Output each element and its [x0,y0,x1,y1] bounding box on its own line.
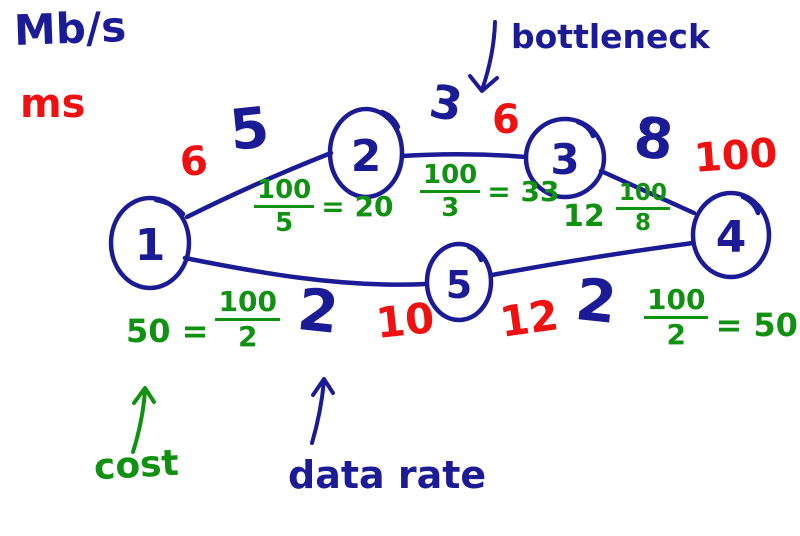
cost-caption: cost [92,442,180,489]
data-rate-caption: data rate [288,453,487,497]
node-4-overlap-stroke [740,194,761,216]
node-5-overlap-stroke [466,244,484,263]
edge-1-2 [184,150,334,220]
node-5-circle [424,241,494,323]
data-rate-arrow [310,379,326,445]
edge-3-4-rate: 8 [630,105,677,174]
edge-5-4-cost: 100 2 = 50 [644,286,798,349]
edge-1-5-cost-result: 50 = [126,311,209,350]
edge-1-2-cost-result: = 20 [321,189,394,223]
node-5-label: 5 [445,263,473,307]
edge-1-2-rate: 5 [226,95,273,164]
bottleneck-arrowhead [468,74,499,93]
edge-3-4-cost-fraction: 100 8 [616,182,671,235]
bottleneck-caption: bottleneck [511,17,710,56]
edge-2-3-cost-fraction: 100 3 [420,162,481,221]
node-1-label: 1 [134,220,166,271]
edge-3-4-cost-result: 12 [563,199,605,234]
node-3-overlap-stroke [575,119,596,139]
edge-5-4-delay: 12 [496,290,562,347]
edge-2-3-delay: 6 [492,97,520,143]
cost-arrow [131,388,147,454]
edge-3-4-cost: 100 8 [616,182,671,235]
edge-2-3-cost-result: = 33 [487,174,560,208]
rate-units-label: Mb/s [13,2,128,55]
edge-2-3-cost: 100 3 = 33 [420,162,559,221]
node-4-label: 4 [715,212,747,263]
edge-1-2-delay: 6 [178,137,210,187]
edge-1-5-cost-fraction: 100 2 [215,288,280,351]
edge-5-4-rate: 2 [572,265,620,337]
edge-5-4-cost-result: = 50 [715,305,798,344]
edge-1-2-cost-fraction: 100 5 [254,177,315,236]
edge-3-4-delay: 100 [692,130,780,182]
cost-arrowhead [132,386,156,405]
edge-3-4 [598,168,697,216]
edge-1-5-rate: 2 [294,275,342,347]
edge-5-4 [489,240,696,278]
edge-2-3 [399,151,529,160]
data-rate-arrowhead [311,377,335,397]
node-3-circle [523,116,607,200]
delay-units-label: ms [20,81,86,127]
node-4-circle [690,190,772,280]
edge-1-5 [182,255,429,287]
bottleneck-arrow [480,20,497,92]
node-1-overlap-stroke [153,197,186,217]
node-2-label: 2 [350,131,382,182]
node-2-circle [327,106,405,200]
edge-1-2-cost: 100 5 = 20 [254,177,393,236]
node-3-label: 3 [550,135,580,184]
edge-1-5-cost: 50 = 100 2 [126,288,280,351]
node-1-circle [108,195,192,291]
node-2-overlap-stroke [379,109,401,130]
edge-5-4-cost-fraction: 100 2 [644,286,709,349]
edge-1-5-delay: 10 [373,293,437,348]
